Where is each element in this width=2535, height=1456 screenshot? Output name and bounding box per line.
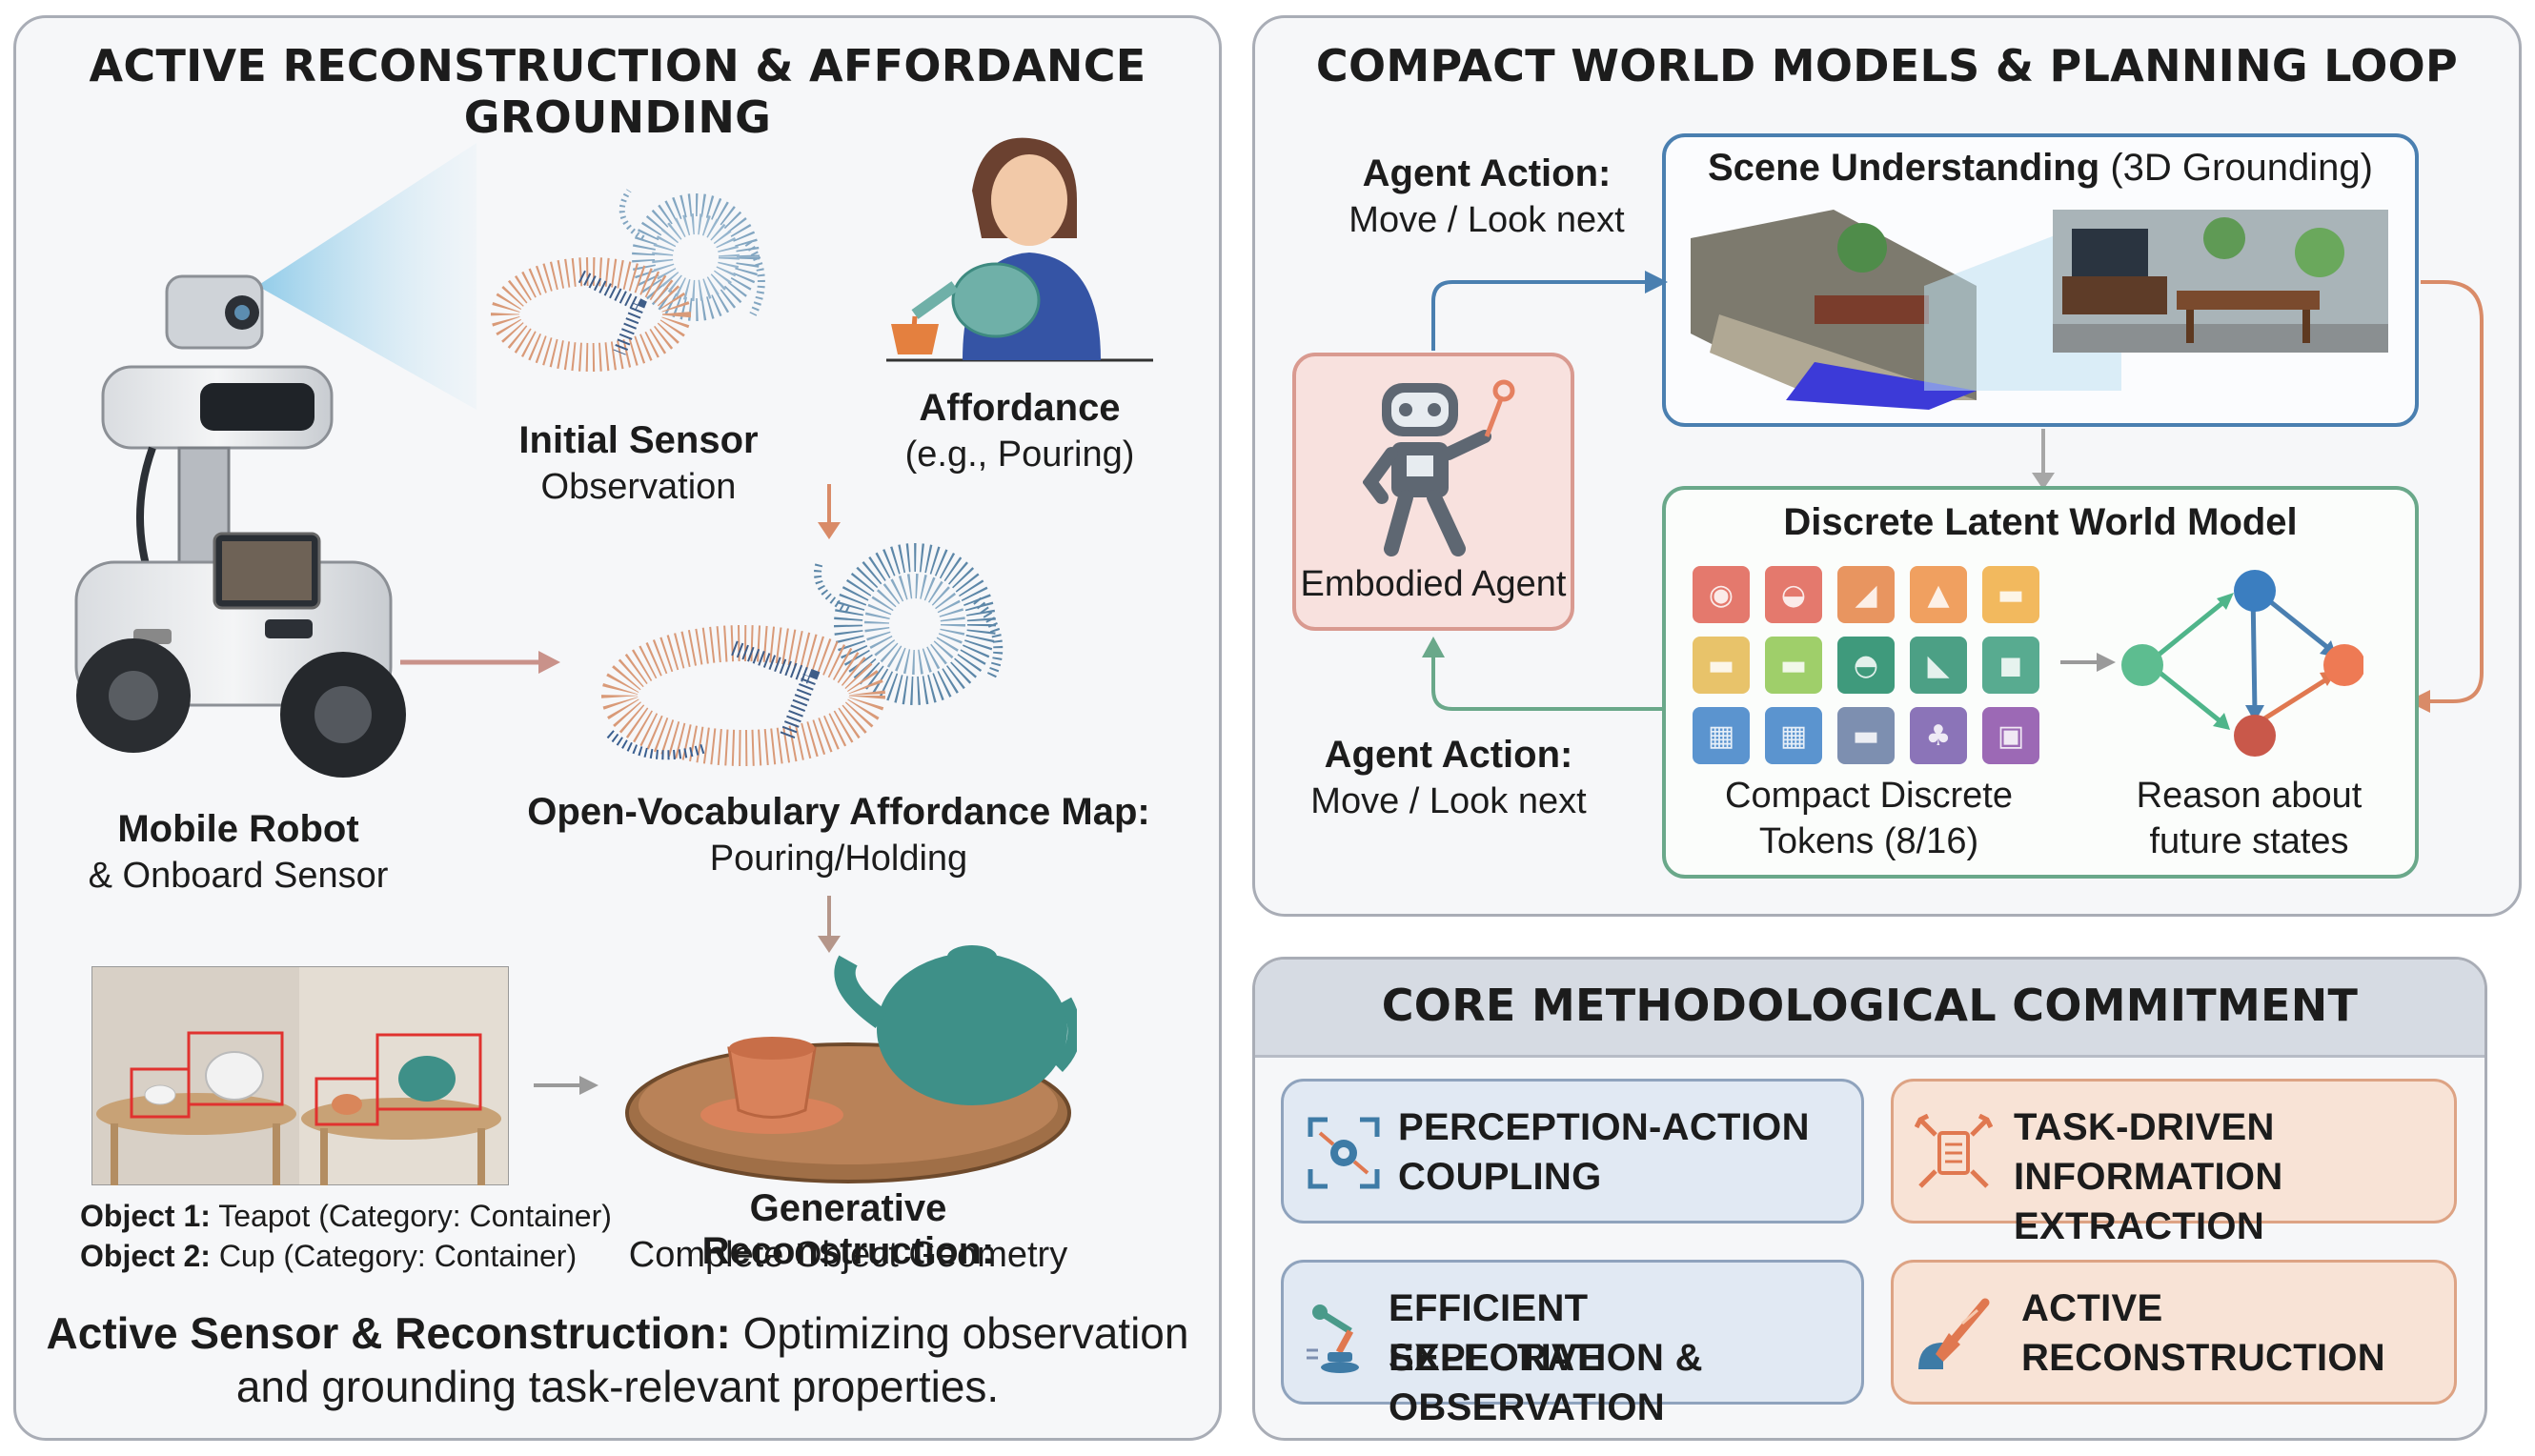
reason-caption-line-1: Reason about [2136, 776, 2363, 816]
token-tool-icon: ◣ [1910, 637, 1967, 694]
token-cup-icon: ◒ [1765, 566, 1822, 623]
commitment-4-line-2: RECONSTRUCTION [2021, 1337, 2385, 1379]
person-pouring-illustration [886, 137, 1153, 362]
token-factory-icon: ▦ [1765, 707, 1822, 764]
scene-understanding-title: Scene Understanding (3D Grounding) [1662, 147, 2419, 190]
scene-bold: Scene Understanding [1707, 147, 2100, 189]
document-scan-icon [1915, 1114, 1993, 1188]
commitment-2-line-1: TASK-DRIVEN [2014, 1106, 2275, 1148]
right-arrow-icon [400, 651, 560, 674]
object-2-value: Cup (Category: Container) [218, 1239, 578, 1273]
object-2-key: Object 2: [80, 1239, 211, 1273]
token-vehicle-icon: ▬ [1982, 566, 2039, 623]
generative-reconstruction-label: Complete Object Geometry [628, 1235, 1068, 1275]
right-arrow-icon [2060, 653, 2116, 672]
affordance-map-bold: Open-Vocabulary Affordance Map: [527, 791, 1150, 833]
token-building-icon: ▦ [1693, 707, 1750, 764]
commitment-3-line-2: SELECTIVE OBSERVATION [1389, 1337, 1665, 1428]
token-truck-icon: ▬ [1693, 637, 1750, 694]
planning-loop-arrows [1422, 271, 2484, 713]
agent-action-bottom-bold: Agent Action: [1324, 734, 1573, 776]
affordance-map-point-cloud [601, 543, 1004, 766]
token-chat-icon: ◼ [1982, 637, 2039, 694]
agent-action-top-label: Move / Look next [1349, 200, 1625, 240]
robot-label: & Onboard Sensor [88, 856, 389, 896]
object-2-caption: Object 2: Cup (Category: Container) [80, 1239, 614, 1274]
tokens-caption-line-2: Tokens (8/16) [1758, 821, 1979, 861]
summary-line-2: and grounding task-relevant properties. [235, 1362, 1000, 1411]
initial-point-cloud [491, 189, 765, 372]
initial-observation-bold: Initial Sensor [518, 419, 759, 461]
scene-label: (3D Grounding) [2110, 147, 2373, 189]
down-arrow-icon [818, 896, 841, 953]
commitment-3-line-1: EFFICIENT EXPLORATION & [1389, 1287, 1703, 1379]
token-plant-icon: ♣ [1910, 707, 1967, 764]
core-commitment-header [1255, 960, 2484, 1058]
object-1-key: Object 1: [80, 1199, 211, 1233]
scene-3d-reconstruction [1691, 210, 2388, 410]
affordance-panel [13, 15, 1222, 1441]
token-device-icon: ▣ [1982, 707, 2039, 764]
commitment-1-line-1: PERCEPTION-ACTION [1398, 1106, 1810, 1148]
generative-reconstruction-bold: Generative Reconstruction: [701, 1187, 995, 1272]
affordance-label: (e.g., Pouring) [904, 435, 1135, 475]
token-teapot-icon: ◉ [1693, 566, 1750, 623]
crosshair-icon [1308, 1117, 1380, 1189]
summary-text-1: Optimizing observation [742, 1308, 1189, 1358]
token-pour-icon: ◢ [1837, 566, 1895, 623]
generative-reconstruction-illustration [625, 945, 1077, 1183]
down-arrow-icon [818, 484, 841, 539]
commitment-4-line-1: ACTIVE [2021, 1287, 2163, 1329]
initial-observation-label: Observation [540, 467, 737, 507]
object-1-caption: Object 1: Teapot (Category: Container) [80, 1199, 614, 1234]
robot-label-bold: Mobile Robot [117, 808, 359, 850]
world-model-panel-title: COMPACT WORLD MODELS & PLANNING LOOP [1315, 40, 2459, 91]
summary-line-1: Active Sensor & Reconstruction: Optimizi… [38, 1307, 1197, 1359]
robot-arm-icon [1307, 1304, 1359, 1373]
agent-action-top-bold: Agent Action: [1362, 152, 1612, 194]
reason-caption-line-2: future states [2149, 821, 2349, 861]
agent-action-bottom-label: Move / Look next [1310, 781, 1587, 821]
paintbrush-icon [1918, 1298, 1990, 1369]
object-detection-photos [91, 966, 509, 1185]
token-bowl-icon: ◓ [1837, 637, 1895, 694]
commitment-efficient-exploration: EFFICIENT EXPLORATION & SELECTIVE OBSERV… [1281, 1260, 1864, 1428]
core-commitment-title: CORE METHODOLOGICAL COMMITMENT [1381, 980, 2359, 1031]
commitment-active-reconstruction: ACTIVE RECONSTRUCTION [1891, 1260, 2457, 1405]
commitment-2-line-2: INFORMATION EXTRACTION [2014, 1156, 2283, 1247]
robot-agent-icon [1363, 379, 1515, 556]
token-vehicle-green-icon: ▬ [1765, 637, 1822, 694]
future-state-graph [2121, 570, 2363, 757]
latent-world-model-title: Discrete Latent World Model [1783, 501, 2298, 543]
right-arrow-icon [534, 1076, 598, 1095]
embodied-agent-label: Embodied Agent [1300, 564, 1567, 604]
commitment-perception-action: PERCEPTION-ACTION COUPLING [1281, 1079, 1864, 1223]
summary-bold: Active Sensor & Reconstruction: [46, 1308, 731, 1358]
mobile-robot-illustration [74, 143, 477, 778]
affordance-bold: Affordance [919, 387, 1121, 429]
commitment-task-driven: TASK-DRIVEN INFORMATION EXTRACTION [1891, 1079, 2457, 1247]
affordance-panel-title: ACTIVE RECONSTRUCTION & AFFORDANCE GROUN… [89, 40, 1146, 143]
object-1-value: Teapot (Category: Container) [218, 1199, 612, 1233]
tokens-caption-line-1: Compact Discrete [1725, 776, 2013, 816]
token-bottle-icon: ▲ [1910, 566, 1967, 623]
affordance-map-label: Pouring/Holding [709, 839, 968, 879]
commitment-1-line-2: COUPLING [1398, 1156, 1602, 1198]
token-car-icon: ▬ [1837, 707, 1895, 764]
